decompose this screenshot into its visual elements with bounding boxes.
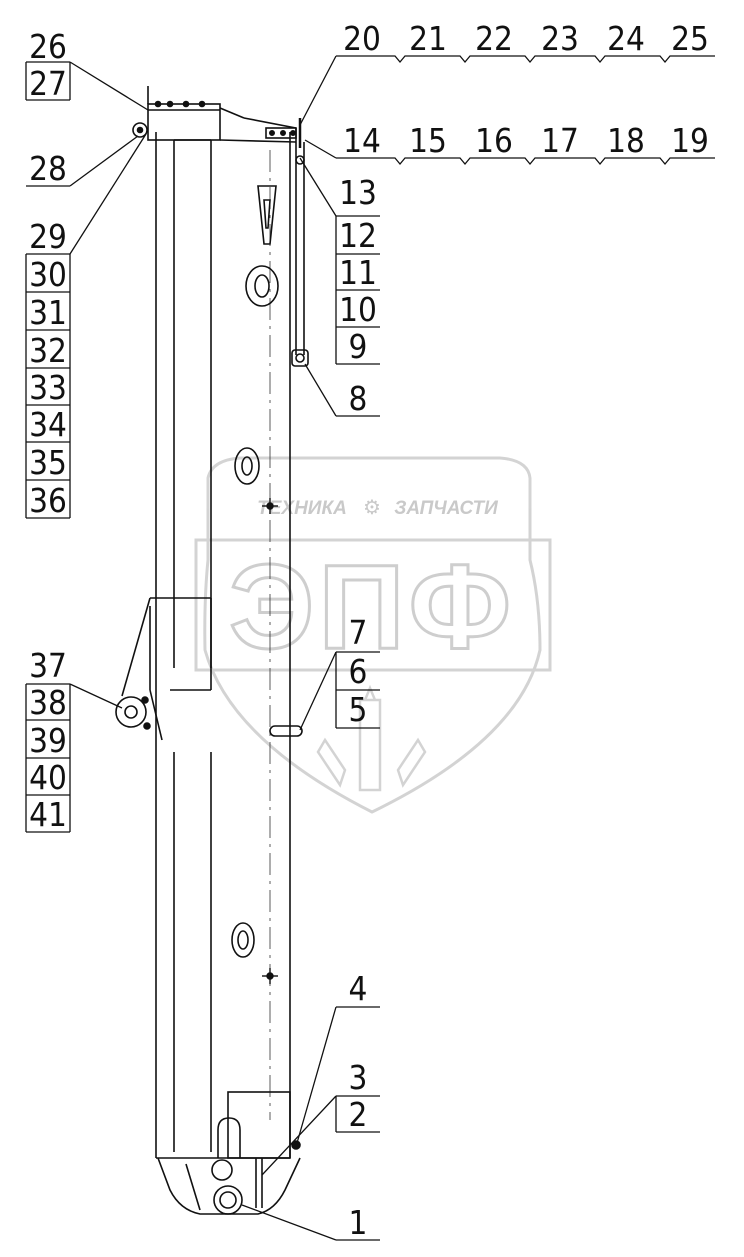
callout-18: 18 (607, 121, 645, 160)
callout-23: 23 (541, 19, 579, 58)
callout-1: 1 (349, 1203, 368, 1242)
watermark-top-text-left: ТЕХНИКА (257, 498, 347, 519)
callout-25: 25 (671, 19, 709, 58)
watermark-logo: ТЕХНИКА ⚙ ЗАПЧАСТИ ЭПФ (194, 456, 552, 814)
callout-21: 21 (409, 19, 447, 58)
watermark-shield (203, 456, 542, 814)
small-pin (269, 725, 303, 737)
callout-numbers: 20 21 22 23 24 25 14 15 16 17 18 19 13 1… (29, 19, 709, 1242)
boom-lower-end (157, 1091, 301, 1215)
callout-40: 40 (29, 758, 67, 797)
callout-20: 20 (343, 19, 381, 58)
callout-24: 24 (607, 19, 645, 58)
slot-holes (231, 185, 279, 958)
callout-5: 5 (349, 690, 368, 729)
leader-lines (25, 55, 715, 1241)
boom-tube (155, 132, 291, 1159)
callout-16: 16 (475, 121, 513, 160)
center-marks (262, 498, 278, 984)
callout-32: 32 (29, 331, 67, 370)
boom-head (147, 86, 297, 143)
watermark-wheat-icon (316, 684, 427, 792)
callout-37: 37 (29, 646, 67, 685)
watermark-shield-band (194, 538, 552, 672)
side-rod (291, 142, 309, 367)
callout-26: 26 (29, 27, 67, 66)
callout-3: 3 (349, 1058, 368, 1097)
callout-11: 11 (339, 253, 377, 292)
callout-39: 39 (29, 721, 67, 760)
callout-27: 27 (29, 64, 67, 103)
callout-31: 31 (29, 293, 67, 332)
callout-22: 22 (475, 19, 513, 58)
callout-15: 15 (409, 121, 447, 160)
callout-4: 4 (349, 969, 368, 1008)
callout-30: 30 (29, 255, 67, 294)
callout-6: 6 (349, 652, 368, 691)
watermark-gear-icon: ⚙ (363, 497, 381, 519)
callout-14: 14 (343, 121, 381, 160)
callout-38: 38 (29, 683, 67, 722)
callout-9: 9 (349, 327, 368, 366)
callout-36: 36 (29, 481, 67, 520)
callout-13: 13 (339, 173, 377, 212)
callout-10: 10 (339, 290, 377, 329)
callout-28: 28 (29, 149, 67, 188)
right-clamp (265, 118, 302, 148)
watermark-logo-letters: ЭПФ (229, 540, 515, 674)
callout-7: 7 (349, 613, 368, 652)
callout-41: 41 (29, 795, 67, 834)
left-pin-head (132, 122, 148, 138)
callout-33: 33 (29, 368, 67, 407)
callout-2: 2 (349, 1095, 368, 1134)
side-bracket (115, 597, 212, 741)
callout-29: 29 (29, 217, 67, 256)
callout-35: 35 (29, 443, 67, 482)
watermark-top-text-right: ЗАПЧАСТИ (394, 498, 498, 519)
callout-12: 12 (339, 216, 377, 255)
callout-8: 8 (349, 379, 368, 418)
callout-17: 17 (541, 121, 579, 160)
callout-19: 19 (671, 121, 709, 160)
callout-34: 34 (29, 405, 67, 444)
